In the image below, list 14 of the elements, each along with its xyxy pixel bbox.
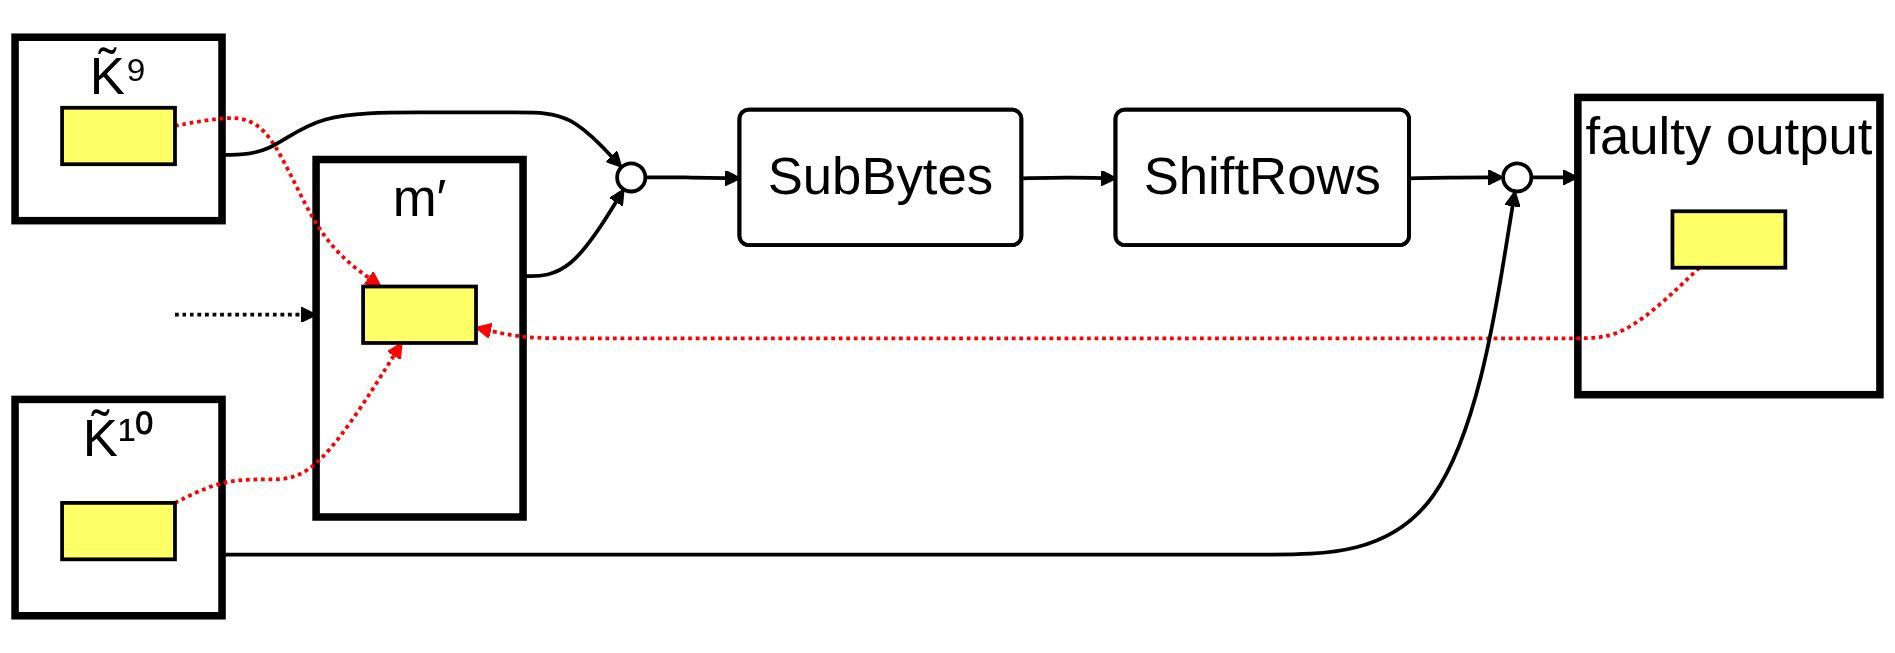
node-box [60, 501, 177, 562]
arrow [523, 188, 625, 279]
node-box [1670, 209, 1788, 270]
node-box [361, 284, 478, 345]
cluster: faulty output [1574, 93, 1884, 399]
cluster: m′ [312, 155, 527, 521]
cluster: K̃¹⁰ [11, 395, 226, 620]
arrow [222, 190, 1521, 557]
node-circle [1501, 161, 1534, 194]
node-box [60, 105, 177, 167]
arrow [222, 110, 623, 168]
cluster: K̃⁹ [11, 33, 226, 225]
node-circle [615, 161, 648, 194]
arrow [174, 342, 403, 505]
